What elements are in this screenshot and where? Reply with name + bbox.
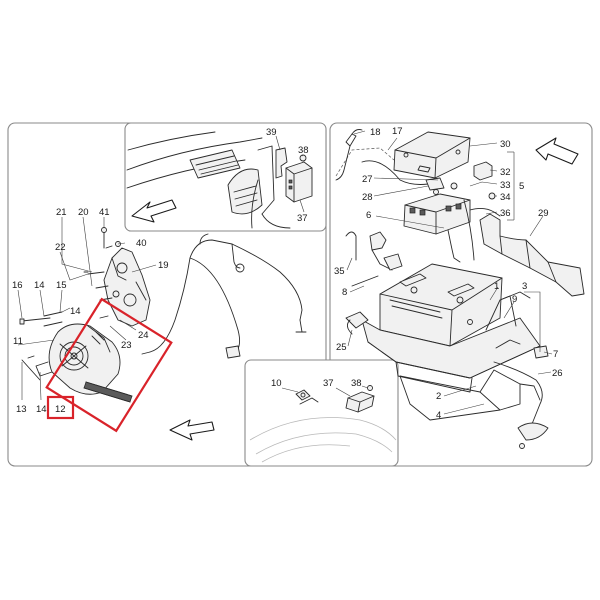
bracket-25: [345, 311, 369, 335]
drive-belt-12: [83, 381, 133, 403]
grommet-10: [295, 389, 311, 401]
callout-25[interactable]: 25: [336, 342, 347, 353]
callout-20[interactable]: 20: [78, 207, 89, 218]
callout-36[interactable]: 36: [500, 208, 511, 219]
leader-lines-right: [346, 130, 553, 415]
callout-box-part-12[interactable]: [46, 395, 75, 420]
callout-40[interactable]: 40: [136, 238, 147, 249]
callout-4[interactable]: 4: [436, 410, 441, 421]
callout-21[interactable]: 21: [56, 207, 67, 218]
bracket-39: [275, 147, 288, 179]
callout-22[interactable]: 22: [55, 242, 66, 253]
vent-hose-26: [493, 361, 549, 449]
direction-arrow-top-inset: [131, 199, 177, 223]
callout-15[interactable]: 15: [56, 280, 67, 291]
sensor-37-bottom: [345, 391, 375, 413]
terminal-bracket-27-28: [361, 160, 458, 195]
callout-13[interactable]: 13: [16, 404, 27, 415]
bolt-38-bottom: [367, 385, 373, 391]
battery-tray: [361, 317, 541, 393]
callout-6[interactable]: 6: [366, 210, 371, 221]
bolt-38-top: [299, 154, 307, 162]
callout-14-mid[interactable]: 14: [70, 306, 81, 317]
callout-19[interactable]: 19: [158, 260, 169, 271]
callout-labels: 39 38 37 21 20 41 40 22 19 16 14 15 14 2…: [12, 126, 563, 421]
callout-11[interactable]: 11: [13, 336, 23, 347]
bolts-left: [19, 227, 121, 381]
callout-16[interactable]: 16: [12, 280, 23, 291]
callout-3[interactable]: 3: [522, 281, 527, 292]
direction-arrow-right-main: [535, 137, 579, 165]
battery-cable-6: [447, 199, 475, 263]
callout-18[interactable]: 18: [370, 127, 381, 138]
callout-39[interactable]: 39: [266, 127, 277, 138]
callout-24[interactable]: 24: [138, 330, 149, 341]
callout-33[interactable]: 33: [500, 180, 511, 191]
callout-37-bottom[interactable]: 37: [323, 378, 334, 389]
battery: [379, 263, 503, 347]
callout-23[interactable]: 23: [121, 340, 132, 351]
panel-bottom-inset: [244, 359, 399, 467]
callout-35[interactable]: 35: [334, 266, 345, 277]
callout-38[interactable]: 38: [298, 145, 309, 156]
callout-27[interactable]: 27: [362, 174, 373, 185]
callout-2[interactable]: 2: [436, 391, 441, 402]
callout-38-bottom[interactable]: 38: [351, 378, 362, 389]
ground-strap-29: [479, 213, 585, 297]
wiring-harness-left: [141, 233, 307, 359]
callout-14-bottom[interactable]: 14: [36, 404, 47, 415]
callout-9[interactable]: 9: [512, 294, 517, 305]
callout-28[interactable]: 28: [362, 192, 373, 203]
leader-lines-left: [17, 216, 157, 401]
direction-arrow-left-main: [169, 419, 215, 441]
wheel-arch-bottom-inset: [249, 397, 397, 463]
callout-7[interactable]: 7: [553, 349, 558, 360]
callout-32[interactable]: 32: [500, 167, 511, 178]
callout-10[interactable]: 10: [271, 378, 282, 389]
callout-29[interactable]: 29: [538, 208, 549, 219]
hold-down-clamp-9-3: [485, 291, 549, 359]
cable-17-18: [335, 129, 395, 181]
callout-26[interactable]: 26: [552, 368, 563, 379]
leader-lines-bottom-inset: [281, 385, 369, 397]
callout-41[interactable]: 41: [99, 207, 110, 218]
callout-30[interactable]: 30: [500, 139, 511, 150]
cable-35-8: [345, 231, 403, 287]
module-37-top: [285, 161, 313, 203]
callout-37[interactable]: 37: [297, 213, 308, 224]
callout-5[interactable]: 5: [519, 181, 524, 192]
callout-1[interactable]: 1: [494, 281, 499, 292]
callout-12[interactable]: 12: [55, 404, 66, 415]
fuse-box-30: [393, 131, 471, 179]
battery-base-4-2: [399, 369, 541, 421]
callout-8[interactable]: 8: [342, 287, 347, 298]
callout-34[interactable]: 34: [500, 192, 511, 203]
callout-14-top[interactable]: 14: [34, 280, 45, 291]
relay-32: [473, 161, 493, 181]
dashboard-vent-assembly: [126, 131, 291, 229]
leader-lines-top-inset: [275, 135, 305, 213]
highlight-box-part-12: [45, 297, 173, 433]
callout-17[interactable]: 17: [392, 126, 403, 137]
